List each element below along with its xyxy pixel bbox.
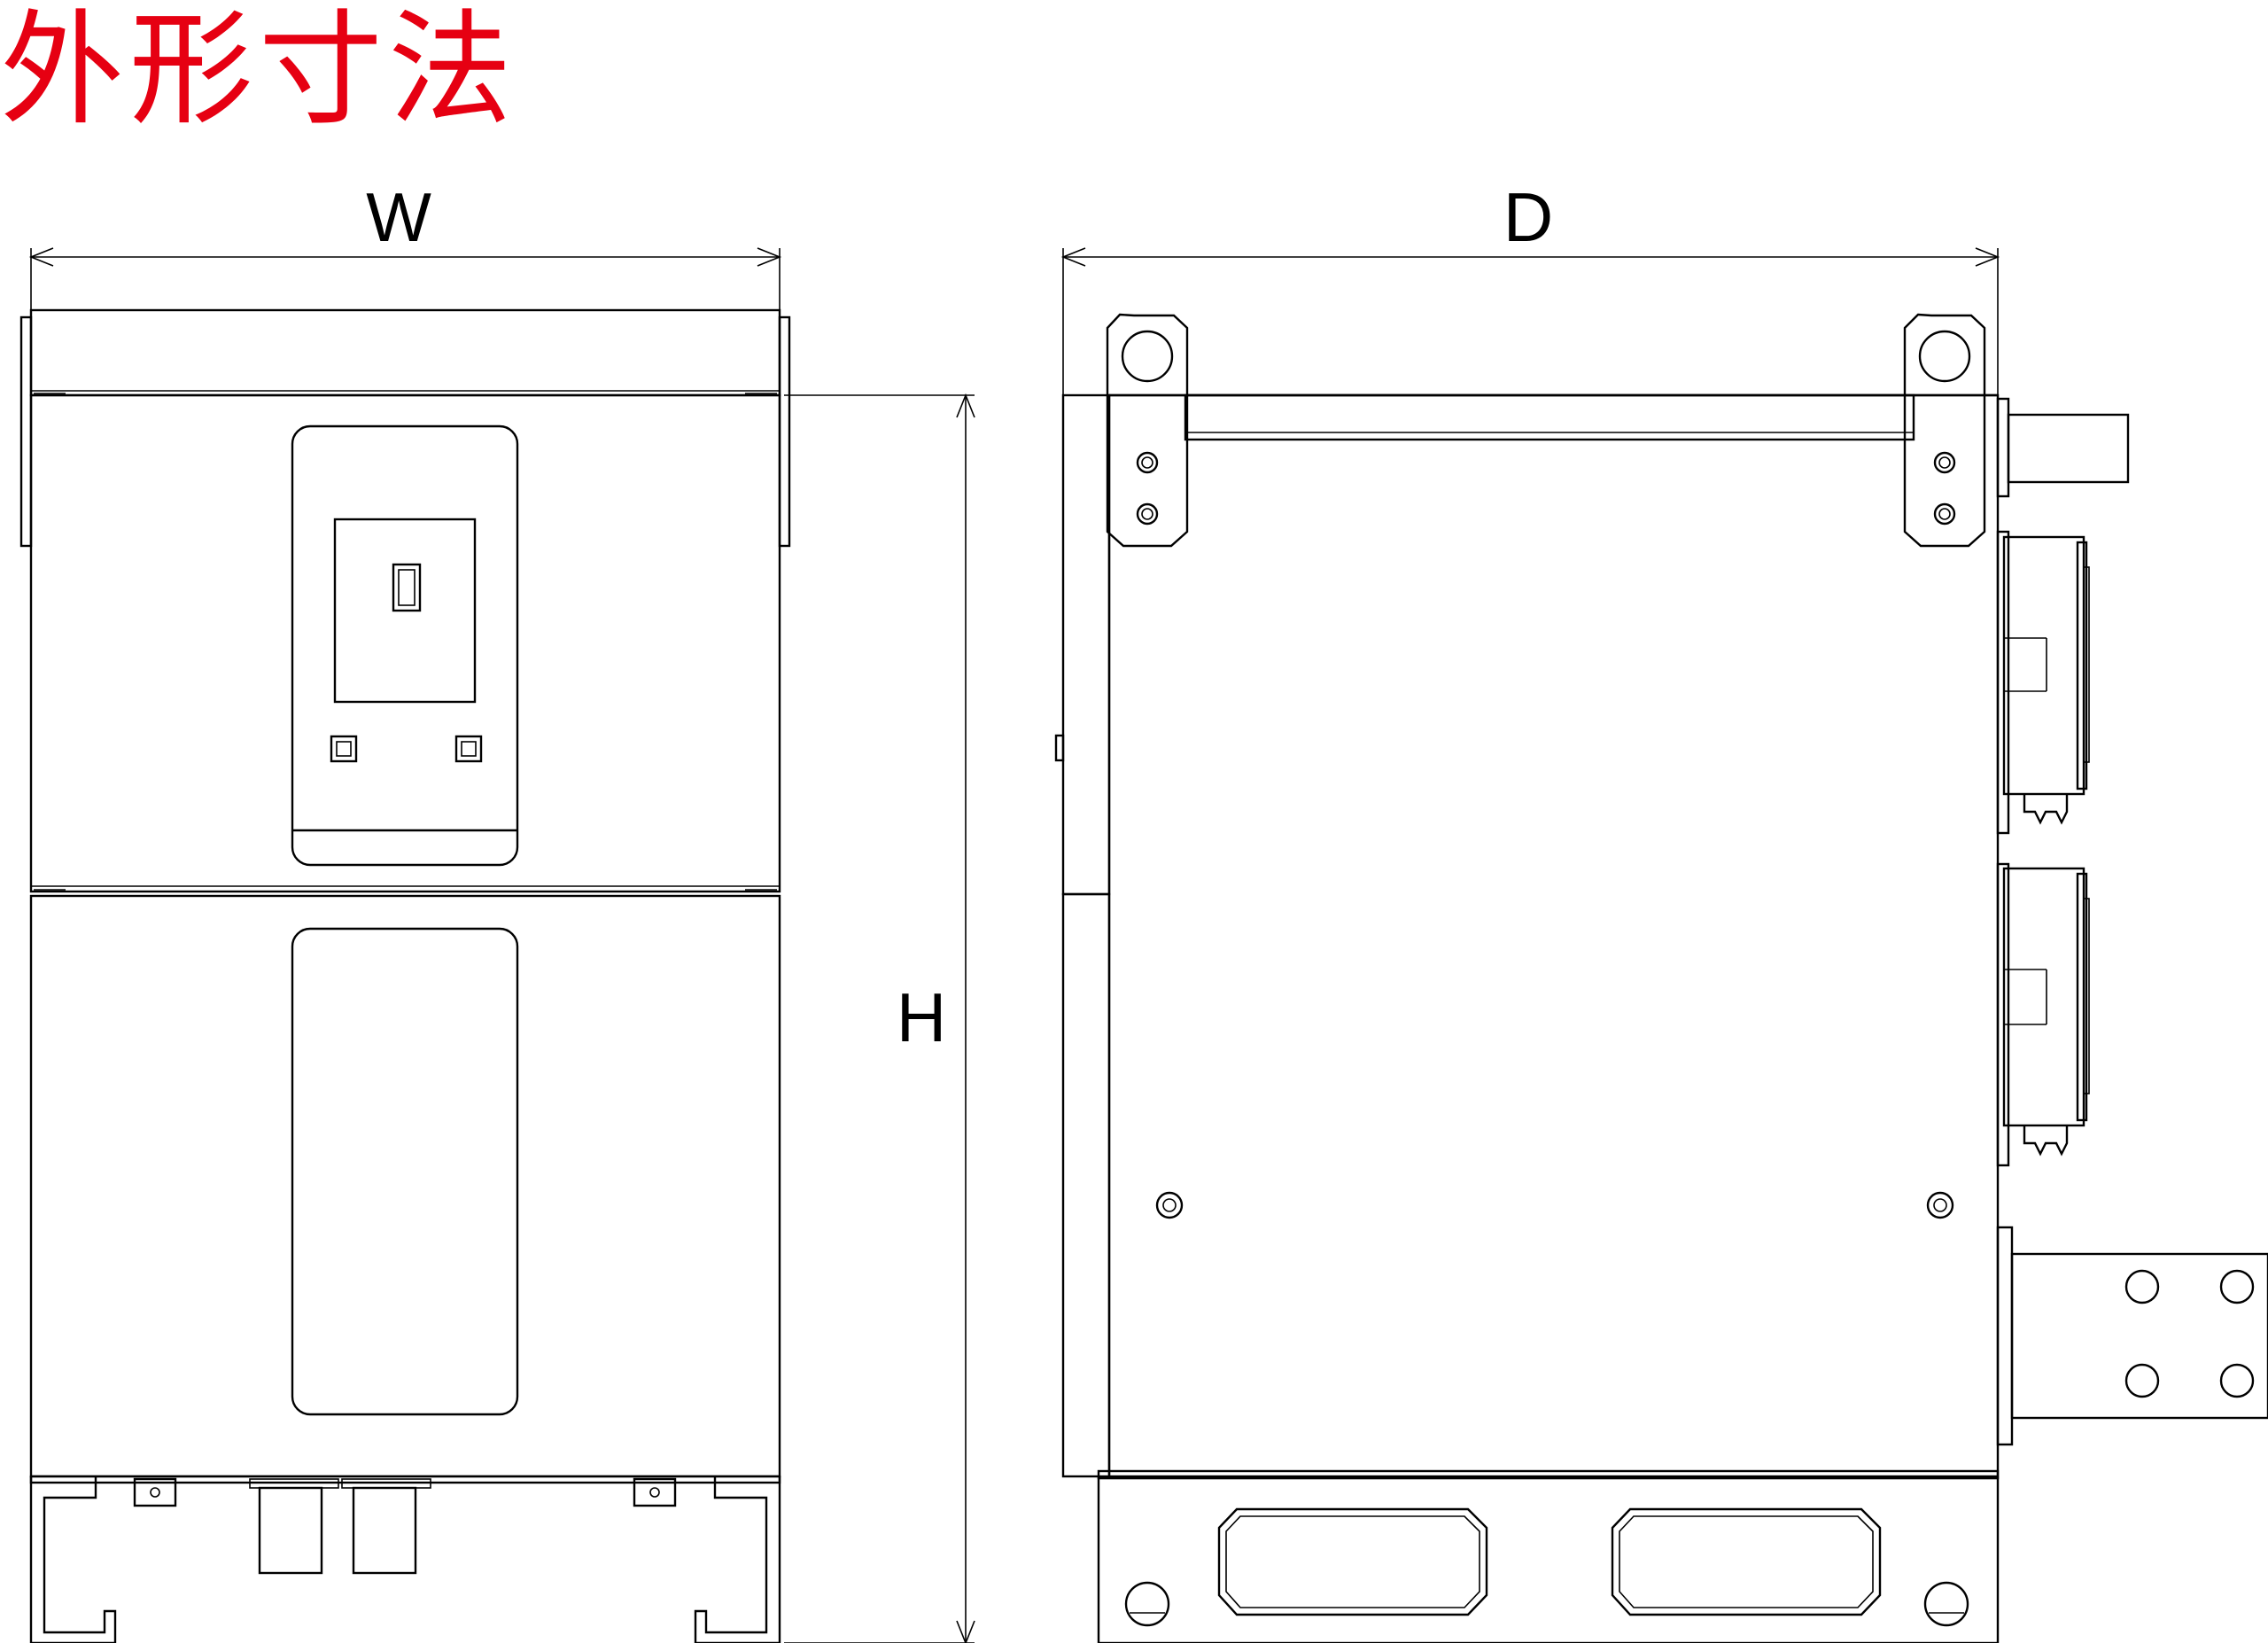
upper-panel — [29, 393, 781, 893]
top-rail — [1184, 393, 1915, 441]
height-dimension: H — [784, 393, 975, 1643]
front-door-lower — [1061, 892, 1111, 1478]
side-view: D — [1054, 178, 2268, 1643]
base-left-hole — [1124, 1581, 1170, 1627]
right-fork-slot — [1611, 1507, 1882, 1616]
right-screw — [1926, 1191, 1954, 1219]
side-base — [1097, 1469, 2000, 1643]
height-label: H — [897, 978, 946, 1056]
right-button-icon — [454, 735, 483, 763]
control-window — [291, 424, 519, 867]
width-label: W — [366, 178, 431, 256]
busbar-terminal — [1996, 1226, 2268, 1446]
depth-label: D — [1503, 178, 1553, 256]
right-lift-hole — [1918, 330, 1971, 383]
right-bracket — [633, 1477, 677, 1507]
width-dimension: W — [28, 178, 782, 315]
right-terminal — [352, 1486, 417, 1575]
right-lifting-ear — [1903, 313, 1986, 548]
left-lift-hole — [1121, 330, 1174, 383]
left-fork-slot — [1217, 1507, 1488, 1616]
display-frame — [333, 518, 477, 704]
page-title: 外形寸法 — [0, 0, 518, 143]
left-bracket — [133, 1477, 177, 1507]
left-side-lug — [19, 315, 33, 548]
base-frame — [1097, 1476, 2000, 1643]
front-base — [29, 1475, 781, 1643]
lower-fan-unit — [1996, 862, 2090, 1167]
depth-dimension: D — [1060, 178, 2000, 394]
rear-pipe — [2007, 413, 2130, 484]
top-cover — [29, 308, 781, 397]
front-view: W — [19, 178, 975, 1643]
left-lifting-ear — [1106, 313, 1189, 548]
left-terminal — [258, 1486, 323, 1575]
side-body — [1107, 393, 2000, 1478]
lower-window — [291, 927, 519, 1416]
lower-panel — [29, 894, 781, 1478]
left-button-icon — [330, 735, 358, 763]
busbar-plate — [2010, 1252, 2268, 1420]
base-right-hole — [1923, 1581, 1969, 1627]
display-icon — [392, 563, 422, 612]
front-door-upper — [1061, 393, 1111, 896]
right-side-lug — [778, 315, 791, 548]
upper-fan-unit — [1996, 530, 2090, 835]
left-screw — [1155, 1191, 1184, 1219]
